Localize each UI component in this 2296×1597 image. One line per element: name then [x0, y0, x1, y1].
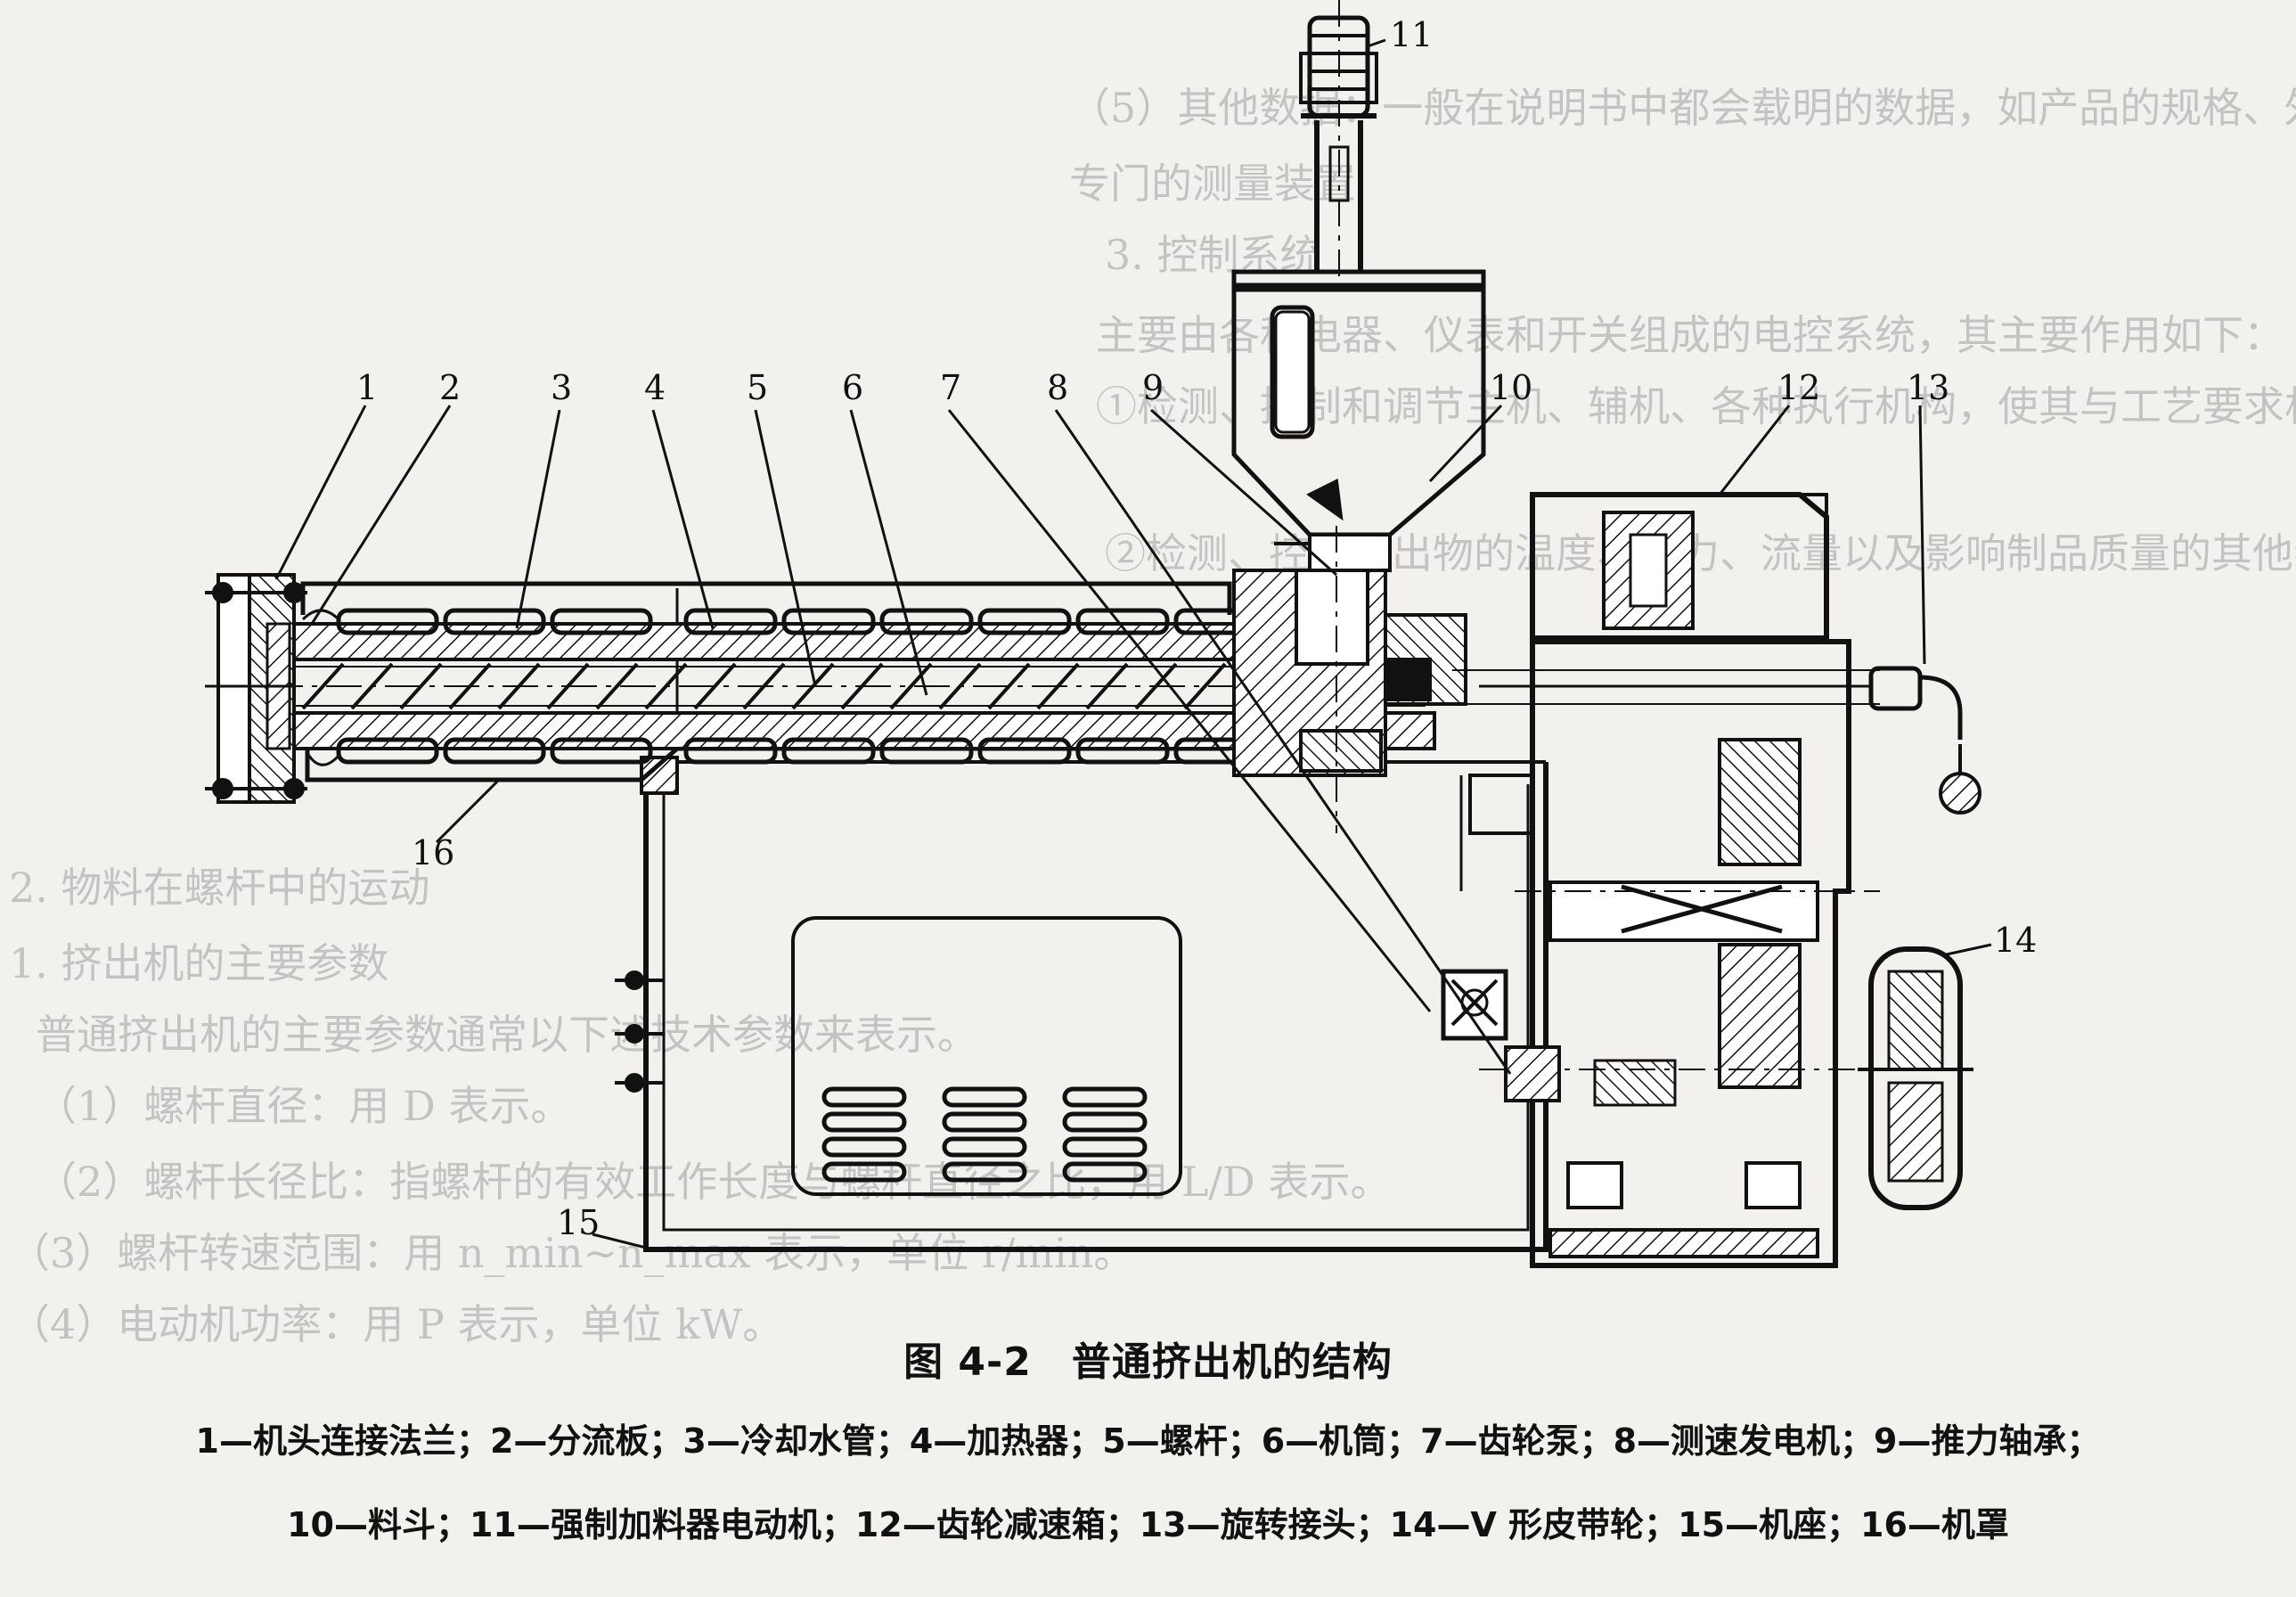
callout-15: 15 — [557, 1203, 600, 1242]
bg-line: 1. 挤出机的主要参数 — [9, 939, 389, 987]
callout-5: 5 — [747, 368, 768, 407]
head-flange — [205, 573, 307, 804]
bg-line: （1）螺杆直径：用 D 表示。 — [36, 1082, 572, 1130]
callout-9: 9 — [1142, 368, 1164, 407]
bg-line: （5）其他数据：一般在说明书中都会载明的数据，如产品的规格、外形、质量、需用 — [1069, 84, 2296, 132]
callout-7: 7 — [940, 368, 961, 407]
leader-lines — [274, 38, 1992, 1249]
v-belt-pulley — [1858, 946, 1973, 1210]
hopper — [1231, 269, 1486, 833]
vent-panel — [615, 916, 1182, 1196]
feeder-motor — [1299, 0, 1378, 285]
callout-1: 1 — [356, 368, 378, 407]
callout-11: 11 — [1390, 15, 1433, 54]
bg-line: 2. 物料在螺杆中的运动 — [9, 864, 430, 912]
callout-6: 6 — [842, 368, 863, 407]
callout-4: 4 — [644, 368, 666, 407]
callout-16: 16 — [412, 833, 454, 872]
rotary-joint — [1868, 666, 1981, 815]
bg-line: （2）螺杆长径比：指螺杆的有效工作长度与螺杆直径之比，用 L/D 表示。 — [36, 1158, 1392, 1206]
callout-labels: 1 2 3 4 5 6 7 8 9 10 11 12 13 14 15 16 — [356, 15, 2037, 1242]
callout-12: 12 — [1777, 368, 1820, 407]
legend-line-2: 10—料斗；11—强制加料器电动机；12—齿轮减速箱；13—旋转接头；14—V … — [287, 1505, 2009, 1544]
callout-14: 14 — [1994, 921, 2037, 960]
gear-pump — [1441, 774, 1561, 1102]
bg-line: 专门的测量装置 — [1069, 160, 1356, 208]
callout-3: 3 — [551, 368, 572, 407]
callout-8: 8 — [1047, 368, 1068, 407]
figure-title: 图 4-2 普通挤出机的结构 — [903, 1339, 1393, 1385]
callout-13: 13 — [1907, 368, 1949, 407]
callout-2: 2 — [439, 368, 461, 407]
machine-base — [640, 756, 1548, 1252]
gear-reduction-box — [1452, 492, 1969, 1268]
bg-line: （3）螺杆转速范围：用 n_min~n_max 表示，单位 r/min。 — [9, 1229, 1135, 1277]
bg-line: 普通挤出机的主要参数通常以下述技术参数来表示。 — [36, 1011, 978, 1059]
callout-10: 10 — [1490, 368, 1532, 407]
bg-line: （4）电动机功率：用 P 表示，单位 kW。 — [9, 1300, 784, 1348]
legend-line-1: 1—机头连接法兰；2—分流板；3—冷却水管；4—加热器；5—螺杆；6—机筒；7—… — [195, 1421, 2101, 1461]
feed-throat — [1232, 569, 1467, 777]
